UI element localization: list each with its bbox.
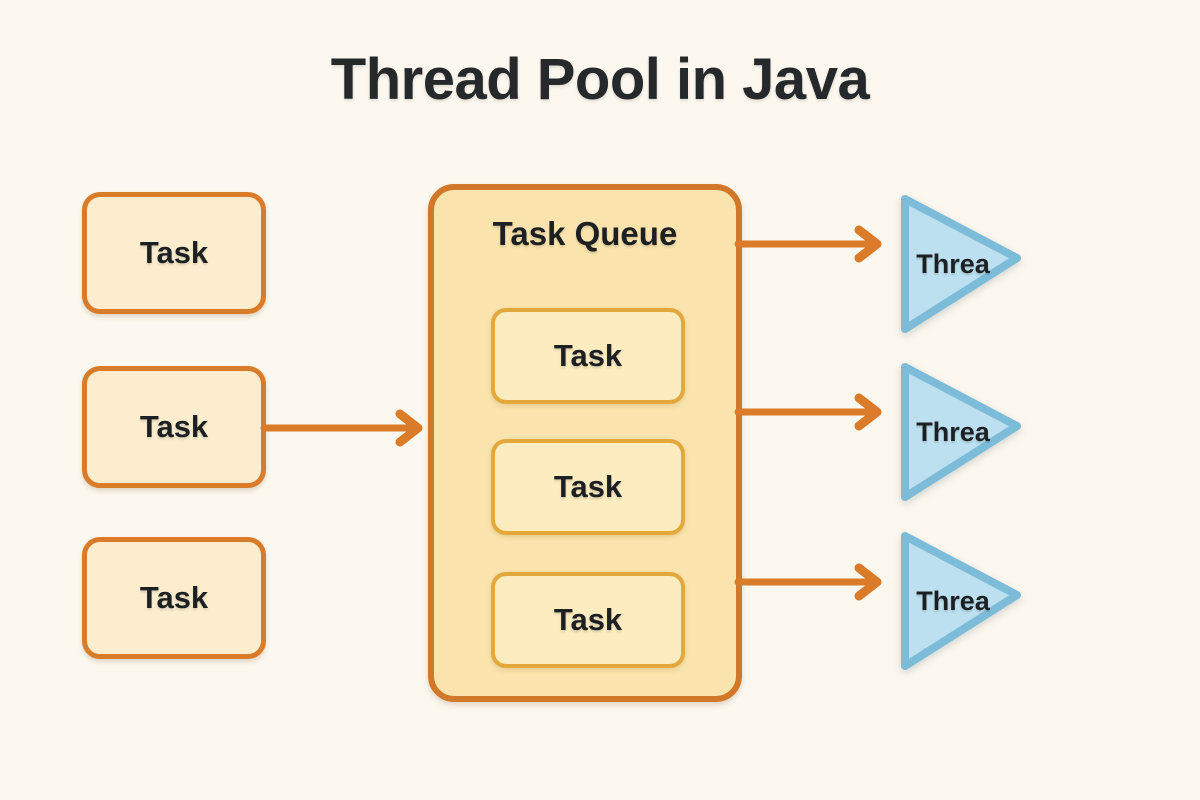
queue-task-item-2: Task: [491, 439, 685, 535]
task-label: Task: [553, 338, 623, 373]
thread-triangle-icon: [901, 363, 1021, 501]
thread-node-2: Threa: [895, 353, 1027, 511]
task-queue-container: Task Queue Task Task Task: [428, 184, 742, 702]
incoming-task-box-1: Task: [82, 192, 266, 314]
thread-node-1: Threa: [895, 185, 1027, 343]
incoming-task-box-2: Task: [82, 366, 266, 488]
queue-task-item-1: Task: [491, 308, 685, 404]
incoming-task-box-3: Task: [82, 537, 266, 659]
arrow-queue-to-thread-3-icon: [734, 562, 891, 602]
task-queue-title: Task Queue: [492, 215, 678, 252]
thread-node-3: Threa: [895, 522, 1027, 680]
thread-triangle-icon: [901, 195, 1021, 333]
queue-task-item-3: Task: [491, 572, 685, 668]
task-label: Task: [553, 602, 623, 637]
thread-triangle-icon: [901, 532, 1021, 670]
task-label: Task: [139, 235, 209, 270]
page-title: Thread Pool in Java: [330, 47, 870, 112]
arrow-task-to-queue-icon: [260, 408, 432, 448]
task-label: Task: [553, 469, 623, 504]
task-label: Task: [139, 409, 209, 444]
task-label: Task: [139, 580, 209, 615]
arrow-queue-to-thread-1-icon: [734, 224, 891, 264]
arrow-queue-to-thread-2-icon: [734, 392, 891, 432]
